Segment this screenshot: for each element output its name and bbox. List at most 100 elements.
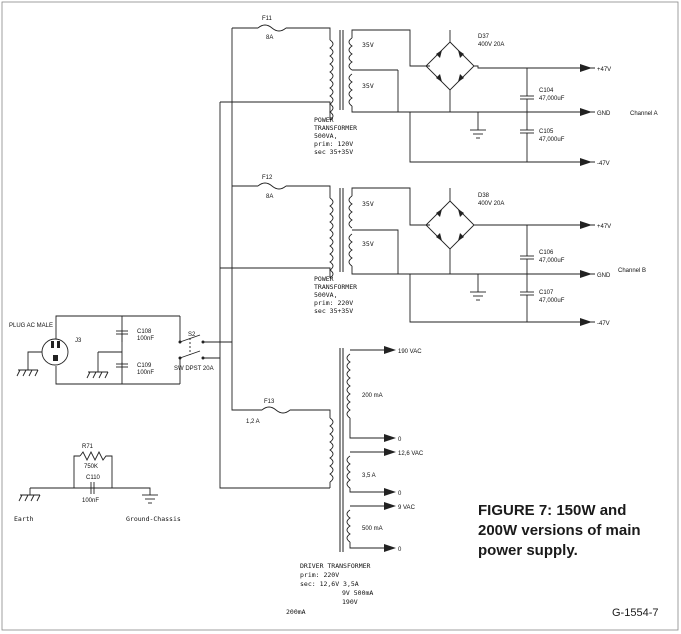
c110-capacitor: [90, 482, 95, 494]
c105-label: C105: [539, 129, 554, 135]
fuse-f12: [257, 182, 287, 190]
out-b-neg-label: -47V: [597, 321, 610, 327]
terminal-a-pos[interactable]: [580, 64, 595, 72]
driver-sec-3: [346, 509, 351, 543]
fuse-f12-value: 8A: [266, 194, 273, 200]
line-wire-top: [55, 315, 123, 342]
ac-plug-symbol: [41, 338, 69, 366]
terminal-a-gnd[interactable]: [580, 108, 592, 116]
c108-value: 100nF: [137, 336, 154, 342]
driver-label-6: 200mA: [286, 608, 306, 616]
driver-primary-coil: [329, 417, 334, 483]
ground-b-symbol: [470, 291, 486, 301]
bridge-d37-label: D37: [478, 34, 490, 40]
primary-bus-line: [231, 28, 262, 411]
plug-earth-wire: [27, 351, 42, 370]
driver-cur-5: 500 mA: [362, 526, 383, 532]
driver-out-5: 9 VAC: [398, 505, 416, 511]
driver-out-4: 0: [398, 491, 402, 497]
driver-terminal-4[interactable]: [384, 488, 396, 496]
switch-type-label: SW DPST 20A: [174, 366, 214, 372]
tx-a-secondary-top: [348, 37, 353, 71]
driver-terminal-2[interactable]: [384, 434, 396, 442]
earth-label: Earth: [14, 515, 34, 523]
r71-label: R71: [82, 444, 94, 450]
channel-a-section: F11 8A 35V 35V POWER TRANSFORMER 500VA, …: [220, 16, 658, 167]
tx-b-label-4: prim: 220V: [314, 299, 353, 307]
chassis-ground-symbol: [142, 494, 158, 504]
out-b-gnd-label: GND: [597, 273, 611, 279]
fuse-f11-label: F11: [262, 16, 273, 22]
tx-a-label-1: POWER: [314, 116, 334, 124]
tx-b-label-5: sec 35+35V: [314, 307, 353, 315]
plug-label: PLUG AC MALE: [9, 323, 53, 329]
primary-bus-neutral: [219, 102, 330, 489]
driver-terminal-5[interactable]: [384, 502, 396, 510]
driver-terminal-3[interactable]: [384, 448, 396, 456]
tx-b-label-1: POWER: [314, 275, 334, 283]
r71-value: 750K: [84, 464, 98, 470]
driver-terminal-1[interactable]: [384, 346, 396, 354]
line-wire-bottom: [55, 362, 123, 385]
fuse-f13-label: F13: [264, 399, 275, 405]
earth-symbol: [18, 494, 41, 502]
fuse-f13-value: 1,2 A: [246, 419, 260, 425]
c110-label: C110: [86, 475, 101, 481]
c104-label: C104: [539, 88, 554, 94]
c110-value: 100nF: [82, 498, 99, 504]
channel-b-section: F12 8A 35V 35V POWER TRANSFORMER 500VA, …: [220, 175, 646, 327]
driver-cur-3: 3,5 A: [362, 473, 376, 479]
fuse-f11-value: 8A: [266, 35, 273, 41]
c105-capacitor: [520, 129, 534, 134]
dpst-switch[interactable]: [178, 334, 205, 360]
tx-a-label-4: prim: 120V: [314, 140, 353, 148]
channel-b-label: Channel B: [618, 268, 646, 274]
out-b-pos-label: +47V: [597, 224, 611, 230]
terminal-b-pos[interactable]: [580, 221, 592, 229]
driver-terminal-6[interactable]: [384, 544, 396, 552]
c106-label: C106: [539, 250, 554, 256]
tx-b-primary-coil: [329, 197, 334, 279]
driver-out-1: 190 VAC: [398, 349, 422, 355]
bridge-d38: [425, 200, 475, 250]
bridge-d37-value: 400V 20A: [478, 42, 504, 48]
plug-earth-symbol: [16, 369, 39, 377]
ac-input-section: PLUG AC MALE J3 C108 100nF: [9, 315, 232, 385]
chassis-label: Ground-Chassis: [126, 515, 181, 523]
driver-out-2: 0: [398, 437, 402, 443]
bridge-d38-value: 400V 20A: [478, 201, 504, 207]
tx-a-label-5: sec 35+35V: [314, 148, 353, 156]
tx-b-sec-top-label: 35V: [362, 200, 374, 208]
tx-b-secondary-top: [348, 195, 353, 229]
terminal-b-neg[interactable]: [580, 318, 592, 326]
tx-b-label-3: 500VA,: [314, 291, 337, 299]
terminal-a-neg[interactable]: [580, 158, 592, 166]
ground-a-symbol: [470, 129, 486, 139]
c107-label: C107: [539, 290, 554, 296]
driver-out-3: 12,6 VAC: [398, 451, 424, 457]
driver-sec-1: [346, 353, 351, 419]
figure-reference: G-1554-7: [612, 607, 658, 619]
c105-value: 47,000uF: [539, 137, 565, 143]
c109-label: C109: [137, 363, 152, 369]
fuse-f13: [261, 406, 291, 414]
tx-a-sec-top-label: 35V: [362, 41, 374, 49]
driver-cur-1: 200 mA: [362, 393, 383, 399]
driver-out-6: 0: [398, 547, 402, 553]
fuse-f12-label: F12: [262, 175, 273, 181]
channel-a-label: Channel A: [630, 111, 658, 117]
tx-a-sec-bot-label: 35V: [362, 82, 374, 90]
out-a-neg-label: -47V: [597, 161, 610, 167]
figure-caption-line-2: 200W versions of main: [478, 522, 641, 539]
c106-value: 47,000uF: [539, 258, 565, 264]
bridge-d37: [425, 41, 475, 91]
terminal-b-gnd[interactable]: [580, 270, 592, 278]
c104-value: 47,000uF: [539, 96, 565, 102]
r71-resistor: [79, 450, 113, 488]
driver-label-1: DRIVER TRANSFORMER: [300, 562, 371, 570]
bridge-d38-label: D38: [478, 193, 490, 199]
driver-label-3: sec: 12,6V 3,5A: [300, 580, 359, 588]
out-a-pos-label: +47V: [597, 67, 611, 73]
